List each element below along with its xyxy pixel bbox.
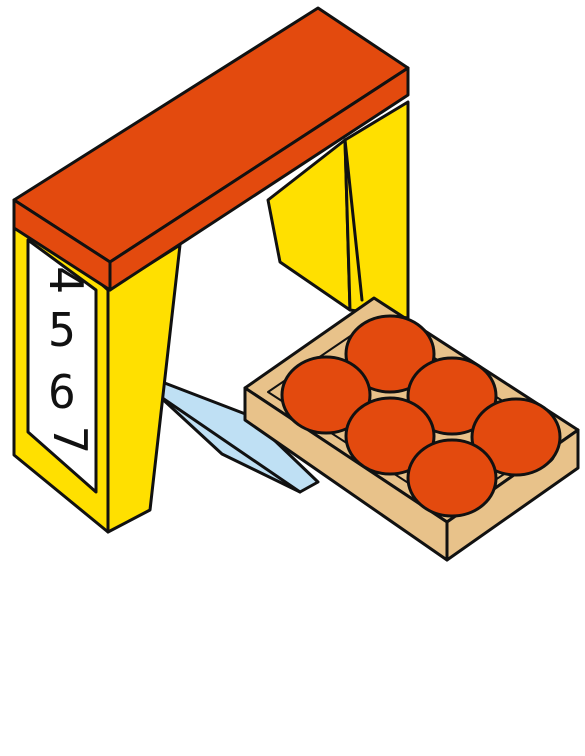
tray-item — [280, 355, 372, 435]
tray-item — [406, 438, 498, 518]
tray-item — [344, 396, 436, 476]
panel-digit-6: 6 — [48, 365, 76, 419]
panel-digit-5: 5 — [48, 303, 76, 357]
tray-item — [406, 356, 498, 436]
top-beam — [12, 6, 410, 292]
tray-items — [280, 314, 562, 518]
panel-digit-7: 7 — [43, 426, 97, 454]
digit-panel: 4 5 6 7 — [26, 238, 98, 494]
tray-item — [470, 397, 562, 477]
tray-item — [344, 314, 436, 394]
gate-opening-floor — [212, 225, 360, 318]
